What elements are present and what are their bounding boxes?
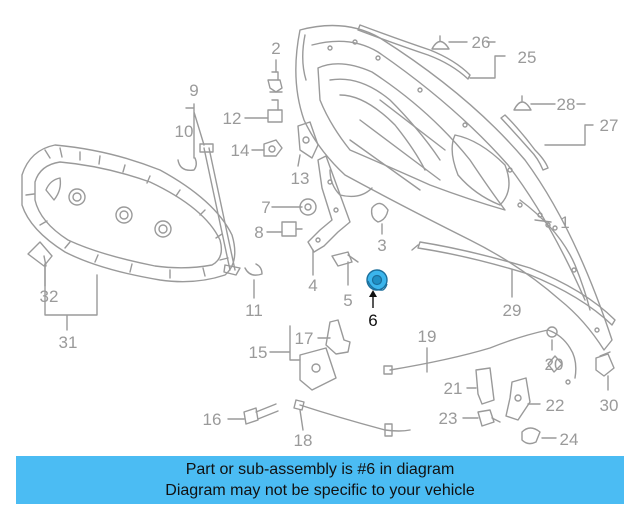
callout-1[interactable]: 1 xyxy=(560,213,569,232)
leader-lines xyxy=(44,41,609,439)
callout-28[interactable]: 28 xyxy=(557,95,576,114)
bumper-26 xyxy=(431,35,450,50)
callout-29[interactable]: 29 xyxy=(503,301,522,320)
nut-14 xyxy=(263,139,283,157)
hinge-13 xyxy=(297,121,319,159)
callout-6[interactable]: 6 xyxy=(368,311,377,330)
hood-prop-rod xyxy=(177,143,263,276)
hood-seal xyxy=(411,241,616,326)
callout-21[interactable]: 21 xyxy=(444,379,463,398)
hood-panel xyxy=(295,24,613,351)
callout-26[interactable]: 26 xyxy=(472,33,491,52)
callout-20[interactable]: 20 xyxy=(545,355,564,374)
seal-strip-25 xyxy=(357,24,471,80)
bolt-16 xyxy=(243,403,279,425)
buffer-30 xyxy=(595,351,615,377)
clip-2 xyxy=(267,71,283,93)
callout-3[interactable]: 3 xyxy=(377,236,386,255)
callout-23[interactable]: 23 xyxy=(439,409,458,428)
callout-18[interactable]: 18 xyxy=(294,431,313,450)
callout-14[interactable]: 14 xyxy=(231,141,250,160)
callout-31[interactable]: 31 xyxy=(59,333,78,352)
release-cable xyxy=(383,326,577,385)
bolt-12 xyxy=(267,99,283,123)
seal-strip-27 xyxy=(500,114,549,171)
callout-4[interactable]: 4 xyxy=(308,276,317,295)
screw-23 xyxy=(477,409,501,427)
callout-5[interactable]: 5 xyxy=(343,291,352,310)
callout-19[interactable]: 19 xyxy=(418,327,437,346)
callout-32[interactable]: 32 xyxy=(40,287,59,306)
clip-32 xyxy=(27,241,53,267)
hood-insulator-pad xyxy=(21,144,236,283)
highlighted-part-6[interactable] xyxy=(366,269,388,308)
grommet-8 xyxy=(281,221,303,237)
callout-7[interactable]: 7 xyxy=(261,198,270,217)
clip-24 xyxy=(521,427,541,445)
callout-10[interactable]: 10 xyxy=(175,122,194,141)
grommet-3 xyxy=(370,202,389,223)
callout-12[interactable]: 12 xyxy=(223,109,242,128)
callout-30[interactable]: 30 xyxy=(600,396,619,415)
callout-15[interactable]: 15 xyxy=(249,343,268,362)
hood-hinge-4 xyxy=(307,155,351,253)
callout-9[interactable]: 9 xyxy=(189,81,198,100)
latch-cable xyxy=(293,399,411,437)
bumper-28 xyxy=(513,95,532,111)
banner-part-note: Part or sub-assembly is #6 in diagram xyxy=(185,461,455,478)
callout-11[interactable]: 11 xyxy=(245,301,263,320)
bracket-22 xyxy=(505,377,531,421)
callout-13[interactable]: 13 xyxy=(291,169,310,188)
latch-assembly xyxy=(299,319,351,391)
hood-parts-diagram: 1 2 3 4 5 6 7 8 9 10 11 12 13 14 15 16 1… xyxy=(21,24,619,450)
callout-24[interactable]: 24 xyxy=(560,430,579,449)
banner-disclaimer: Diagram may not be specific to your vehi… xyxy=(165,482,475,499)
callout-8[interactable]: 8 xyxy=(254,223,263,242)
callout-25[interactable]: 25 xyxy=(518,48,537,67)
callout-17[interactable]: 17 xyxy=(295,329,314,348)
callout-labels: 1 2 3 4 5 6 7 8 9 10 11 12 13 14 15 16 1… xyxy=(40,33,619,450)
callout-16[interactable]: 16 xyxy=(203,410,222,429)
striker-21 xyxy=(475,367,495,405)
bolt-5 xyxy=(331,251,359,267)
callout-22[interactable]: 22 xyxy=(546,396,565,415)
info-banner: Part or sub-assembly is #6 in diagram Di… xyxy=(16,456,624,504)
callout-2[interactable]: 2 xyxy=(271,39,280,58)
callout-27[interactable]: 27 xyxy=(600,116,619,135)
